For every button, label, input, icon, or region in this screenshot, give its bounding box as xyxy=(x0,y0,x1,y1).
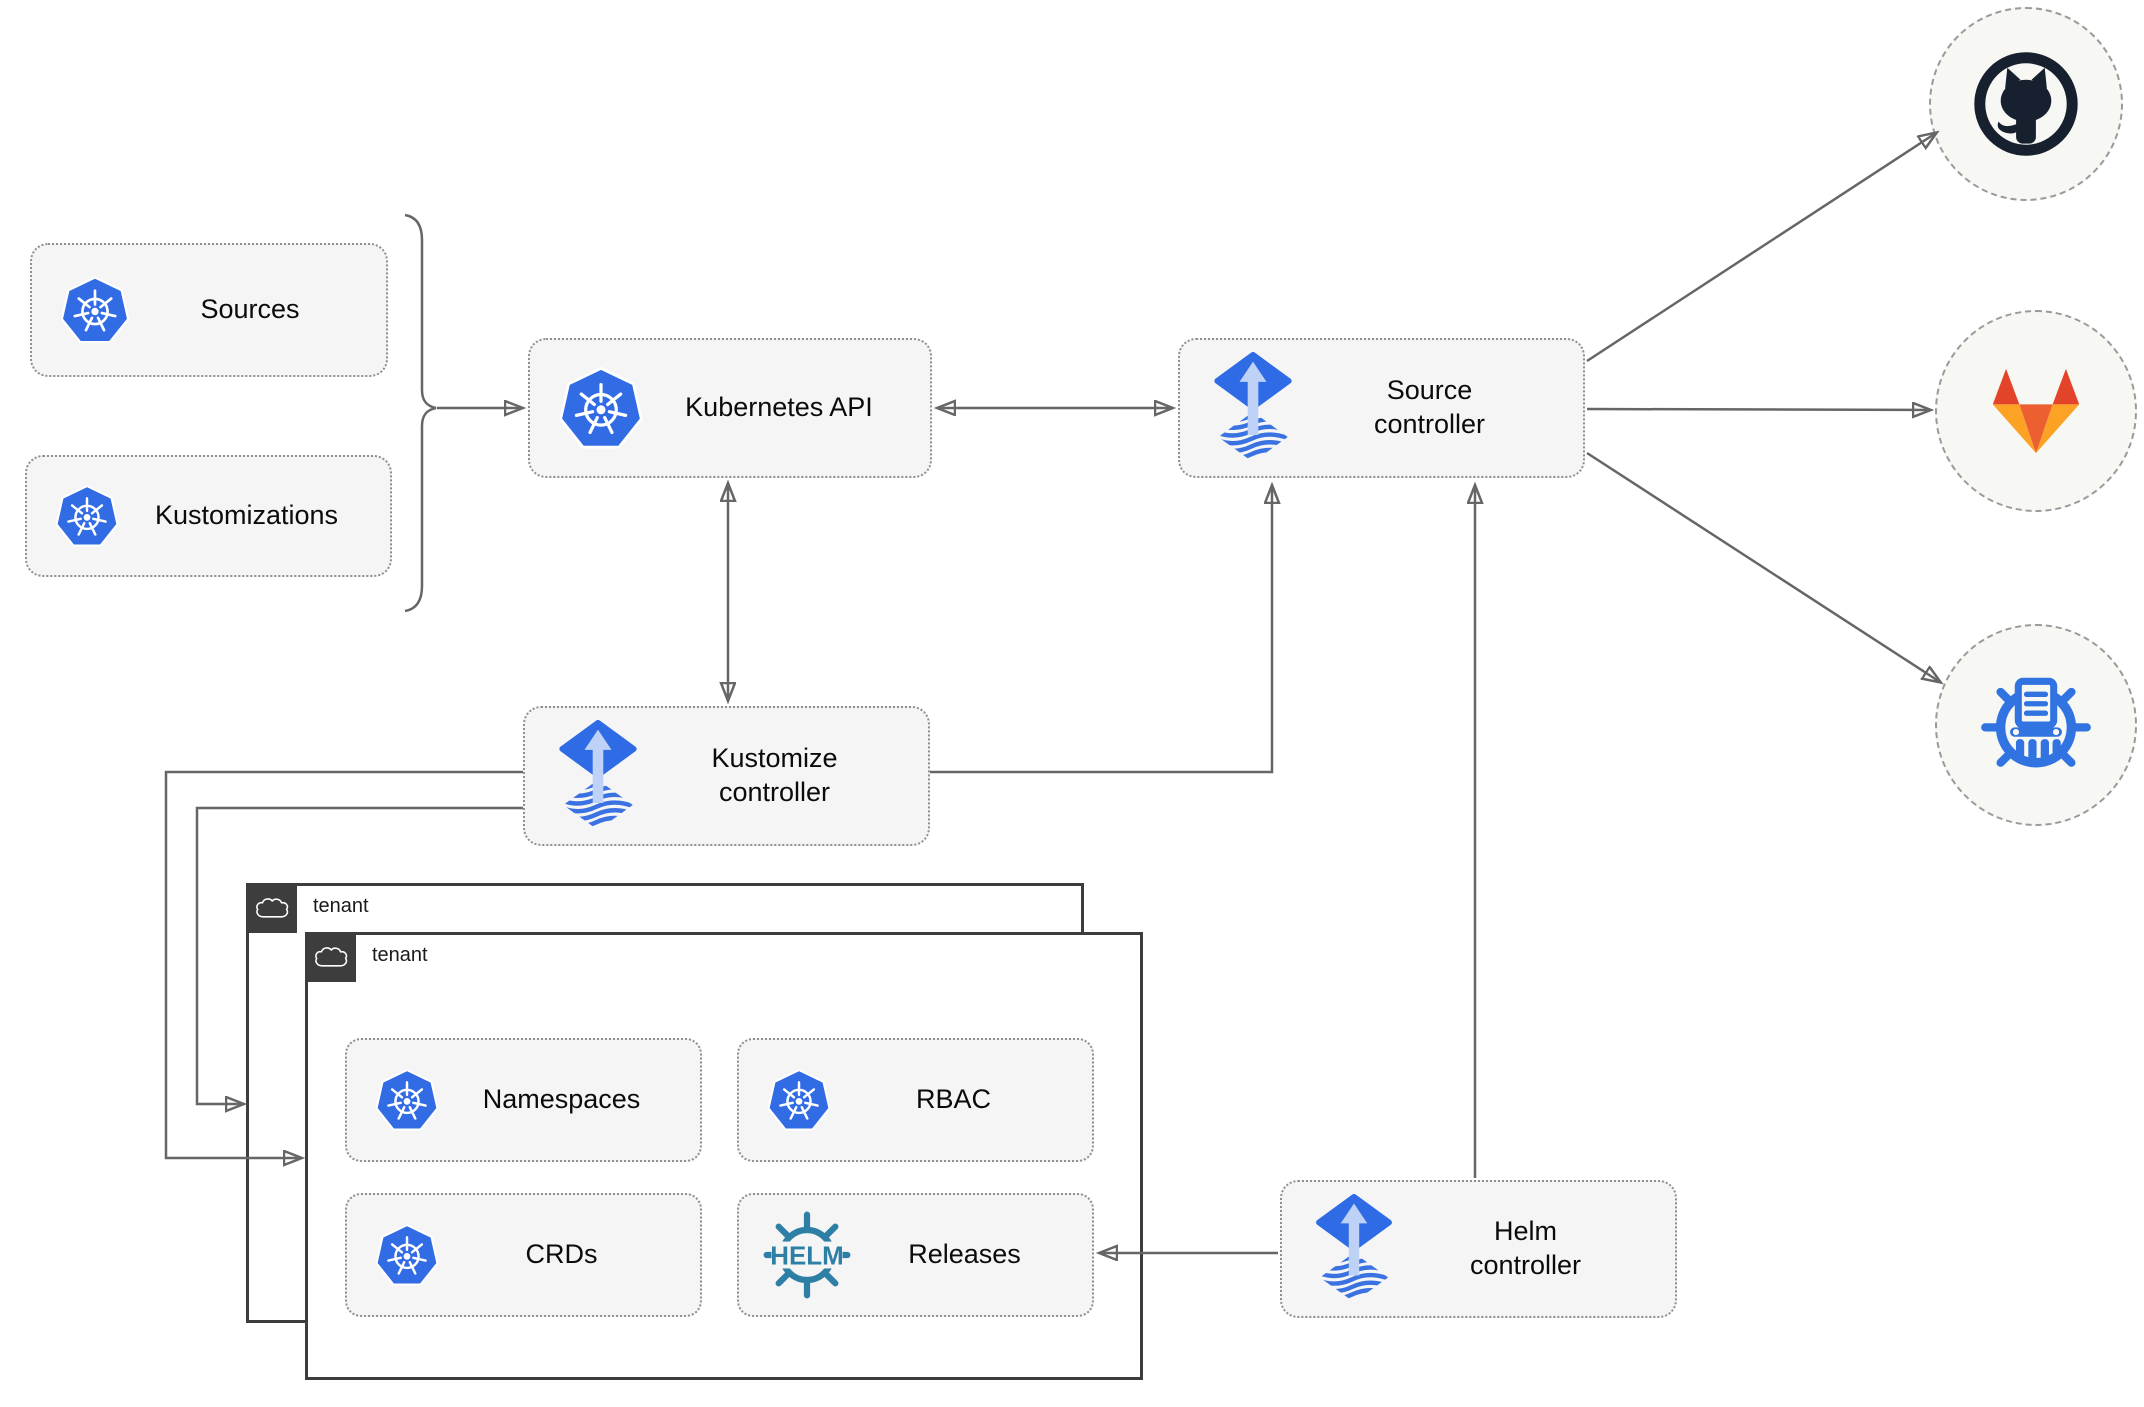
flux-icon xyxy=(1212,352,1294,464)
node-kustomizations-label: Kustomizations xyxy=(154,500,339,531)
node-sources: Sources xyxy=(30,243,388,377)
edge-kustomize-to-source-controller xyxy=(930,486,1272,774)
tenant-inner-tab xyxy=(305,932,356,982)
node-helm-controller-label: Helm controller xyxy=(1469,1216,1582,1280)
brace-sources-group xyxy=(404,213,437,613)
chartmuseum-circle xyxy=(1935,624,2137,826)
kubernetes-icon xyxy=(373,1221,441,1289)
node-kustomizations: Kustomizations xyxy=(25,455,392,577)
kubernetes-icon xyxy=(373,1066,441,1134)
kubernetes-icon xyxy=(556,363,646,453)
node-helm-controller: Helm controller xyxy=(1280,1180,1677,1318)
node-rbac-label: RBAC xyxy=(915,1084,991,1115)
tenant-outer-label: tenant xyxy=(313,895,369,917)
node-rbac: RBAC xyxy=(737,1038,1094,1162)
edge-source-controller-to-gitlab xyxy=(1586,409,1930,410)
node-kustomize-controller: Kustomize controller xyxy=(523,706,930,846)
kubernetes-icon xyxy=(58,273,132,347)
gitlab-circle xyxy=(1935,310,2137,512)
node-source-controller: Source controller xyxy=(1178,338,1585,478)
edge-source-controller-to-chartmuseum xyxy=(1586,451,1940,682)
node-namespaces-label: Namespaces xyxy=(482,1084,641,1115)
node-releases-label: Releases xyxy=(908,1239,1021,1270)
node-namespaces: Namespaces xyxy=(345,1038,702,1162)
cloud-icon xyxy=(313,945,349,970)
node-kustomize-controller-label: Kustomize controller xyxy=(711,743,838,807)
cloud-icon xyxy=(254,896,290,921)
node-source-controller-label: Source controller xyxy=(1373,375,1486,439)
node-crds: CRDs xyxy=(345,1193,702,1317)
gitlab-icon xyxy=(1992,368,2080,454)
node-crds-label: CRDs xyxy=(525,1239,598,1270)
flux-icon xyxy=(1314,1194,1394,1304)
node-sources-label: Sources xyxy=(200,294,300,325)
node-releases: HELM Releases xyxy=(737,1193,1094,1317)
node-kubernetes-api-label: Kubernetes API xyxy=(685,392,873,423)
chartmuseum-icon xyxy=(1981,677,2091,768)
github-circle xyxy=(1929,7,2123,201)
edge-source-controller-to-github xyxy=(1586,133,1936,363)
flux-icon xyxy=(557,720,639,832)
tenant-outer-tab xyxy=(246,883,297,933)
github-icon xyxy=(1974,52,2078,156)
kubernetes-icon xyxy=(765,1066,833,1134)
kubernetes-icon xyxy=(53,482,121,550)
node-kubernetes-api: Kubernetes API xyxy=(528,338,932,478)
helm-wordmark: HELM xyxy=(770,1243,843,1271)
helm-icon: HELM xyxy=(763,1211,851,1299)
tenant-inner-label: tenant xyxy=(372,944,428,966)
